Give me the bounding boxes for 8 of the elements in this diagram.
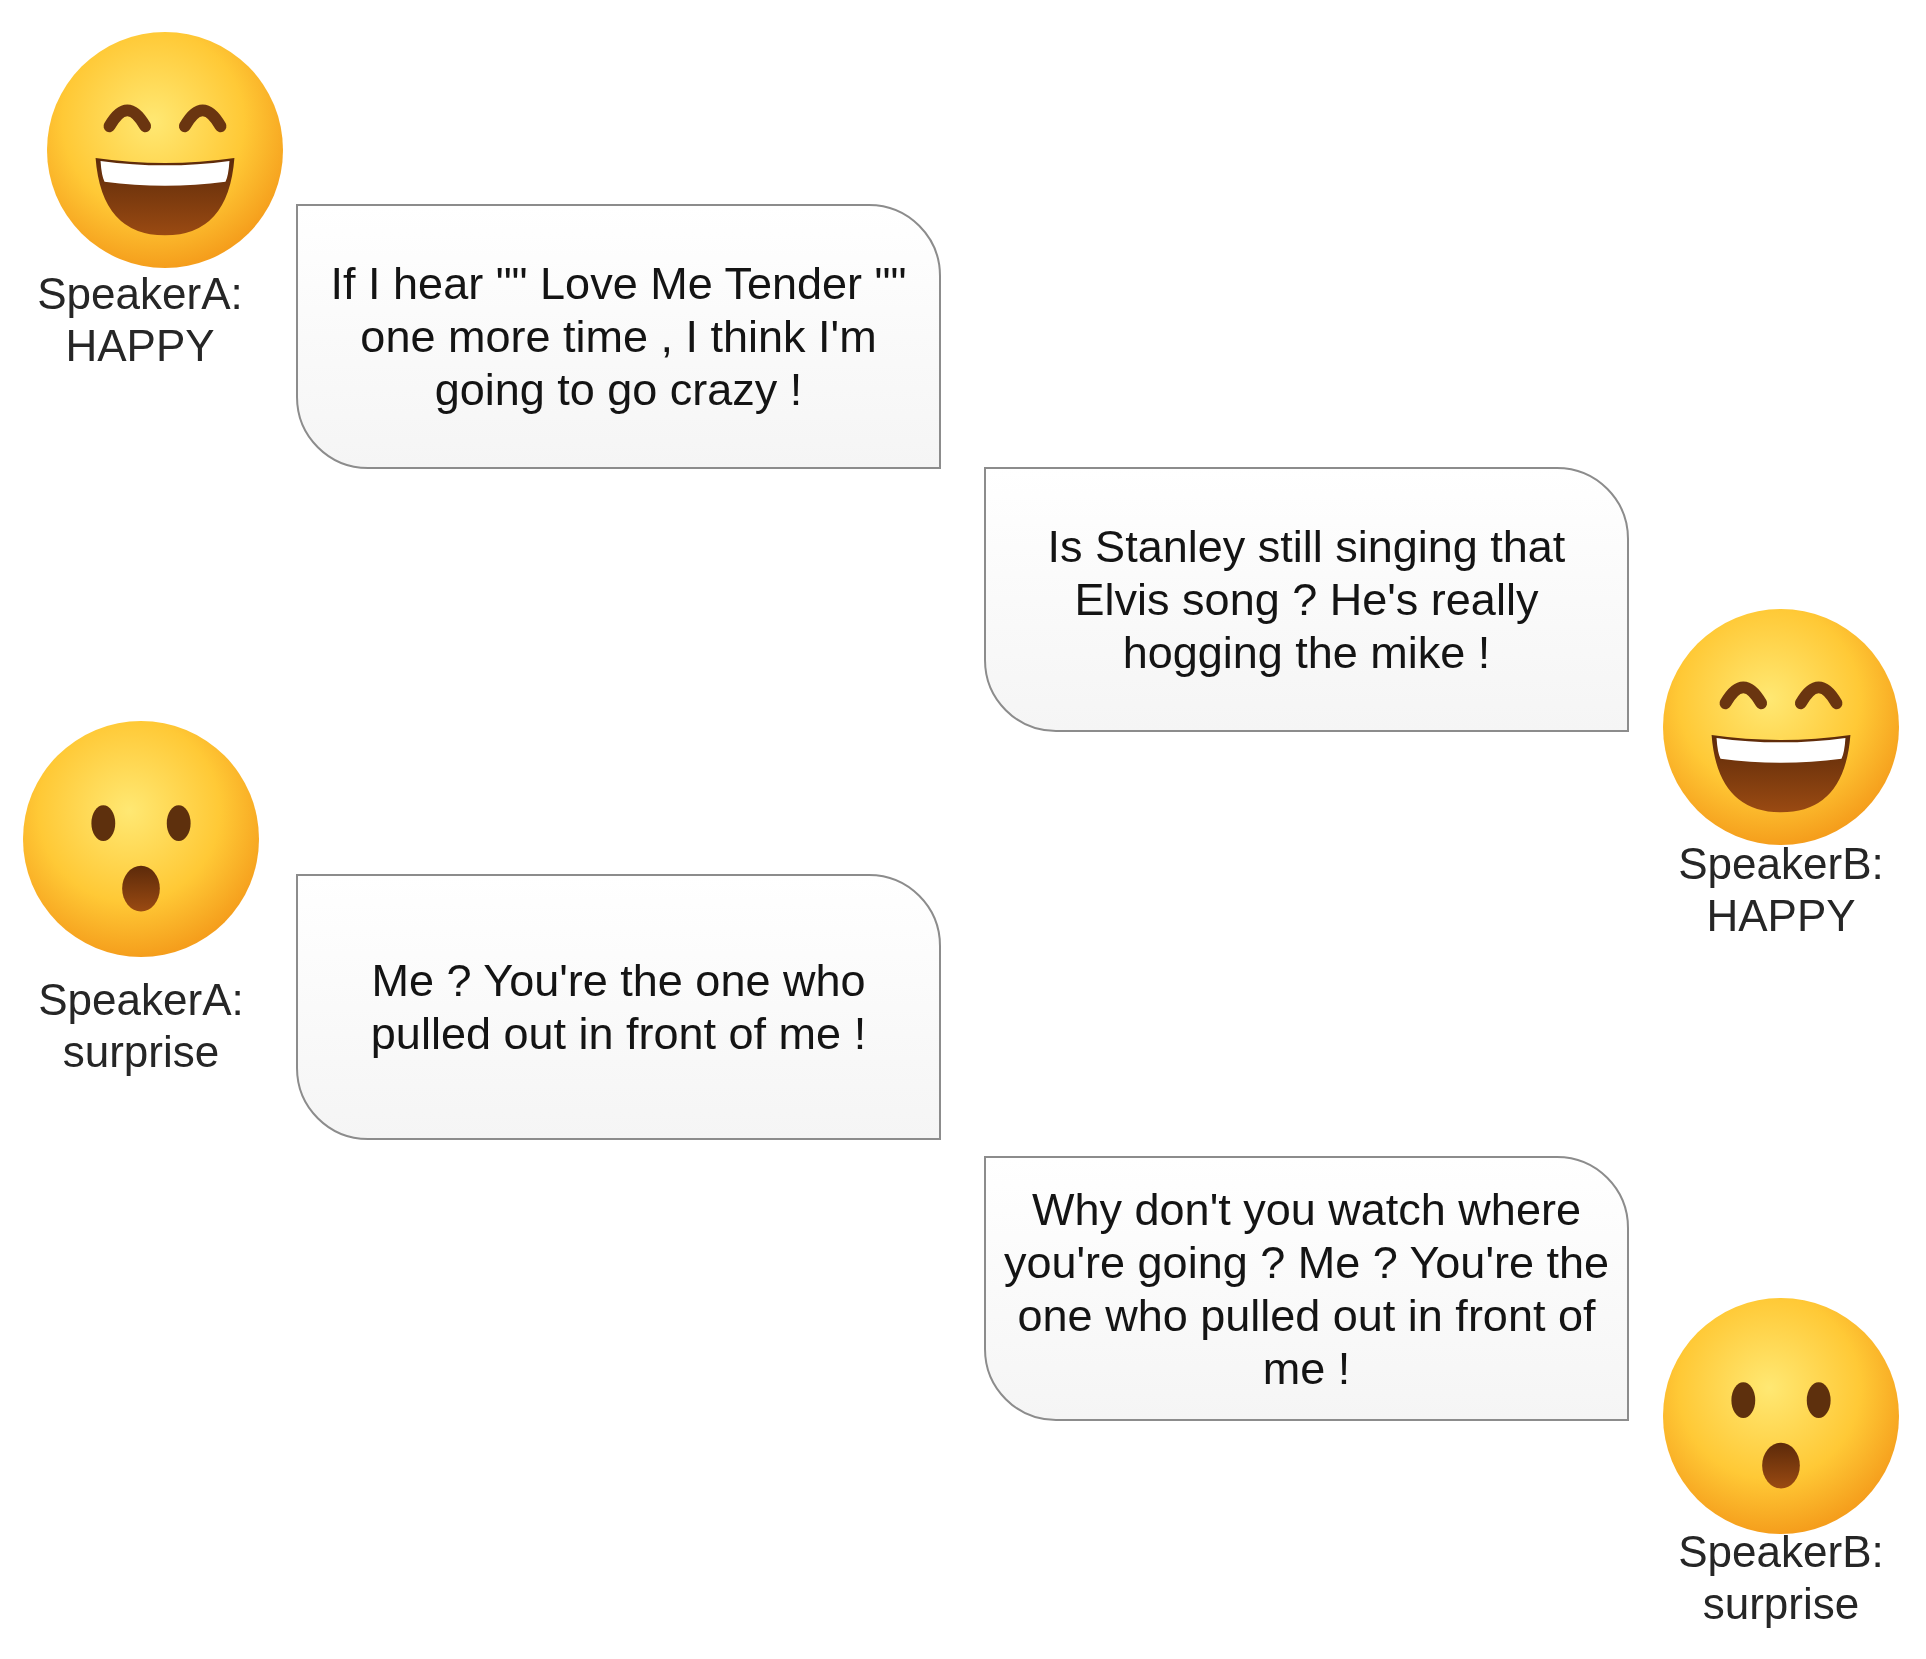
message-text: Is Stanley still singing that Elvis song ? He's really hogging the mike ! [1046,520,1567,679]
message-text: Why don't you watch where you're going ? Me ? You're the one who pulled out in front of me ! [1002,1182,1611,1395]
message-text: If I hear "" Love Me Tender "" one more time , I think I'm going to go crazy ! [329,257,908,416]
speaker-label: SpeakerA: surprise [38,974,244,1078]
message-text: Me ? You're the one who pulled out in front of me ! [369,954,868,1060]
speaker-label: SpeakerB: HAPPY [1678,838,1884,942]
speaker-label: SpeakerB: surprise [1678,1526,1884,1630]
speaker-label: SpeakerA: HAPPY [37,268,243,372]
